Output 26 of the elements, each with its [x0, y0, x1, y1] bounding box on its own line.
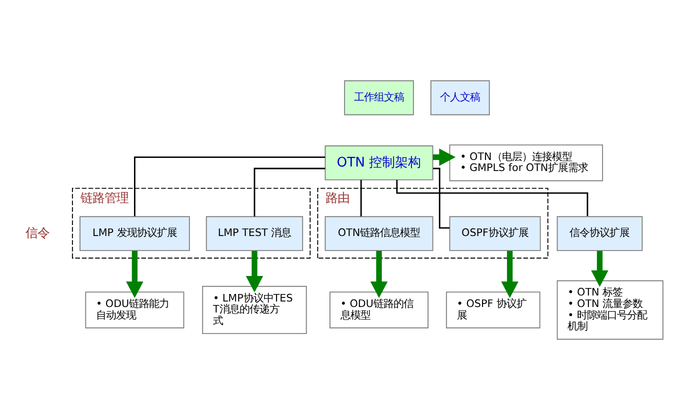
arrow	[370, 250, 388, 298]
arrow	[501, 250, 518, 298]
node-box: • ODU链路能力自动发现	[85, 292, 184, 328]
node-box: OSPF协议扩展	[449, 216, 541, 252]
node-box: LMP TEST 消息	[206, 216, 304, 252]
node-box: 信令协议扩展	[556, 216, 643, 252]
arrow	[246, 250, 264, 292]
node-box: • LMP协议中TEST消息的传递方式	[202, 286, 307, 334]
legend-label: 工作组文稿	[354, 91, 404, 104]
node-box: • OTN 标签 • OTN 流量参数 • 时隙端口号分配机制	[556, 280, 664, 340]
connector	[360, 180, 362, 216]
node-box: OTN链路信息模型	[324, 216, 434, 252]
node-box: • OTN（电层）连接模型 • GMPLS for OTN扩展需求	[449, 144, 604, 182]
arrow	[432, 148, 456, 166]
node-box: • ODU链路的信息模型	[329, 292, 429, 328]
connector	[396, 180, 588, 216]
connector	[134, 156, 326, 216]
node-box: LMP 发现协议扩展	[80, 216, 190, 252]
arrow	[126, 250, 144, 298]
legend-label: 个人文稿	[440, 91, 480, 104]
connector	[254, 168, 326, 216]
node-box: OTN 控制架构	[324, 145, 434, 180]
label: 信令	[26, 226, 50, 240]
node-box: • OSPF 协议扩展	[446, 292, 540, 328]
connector	[433, 168, 450, 229]
arrow	[591, 250, 608, 287]
